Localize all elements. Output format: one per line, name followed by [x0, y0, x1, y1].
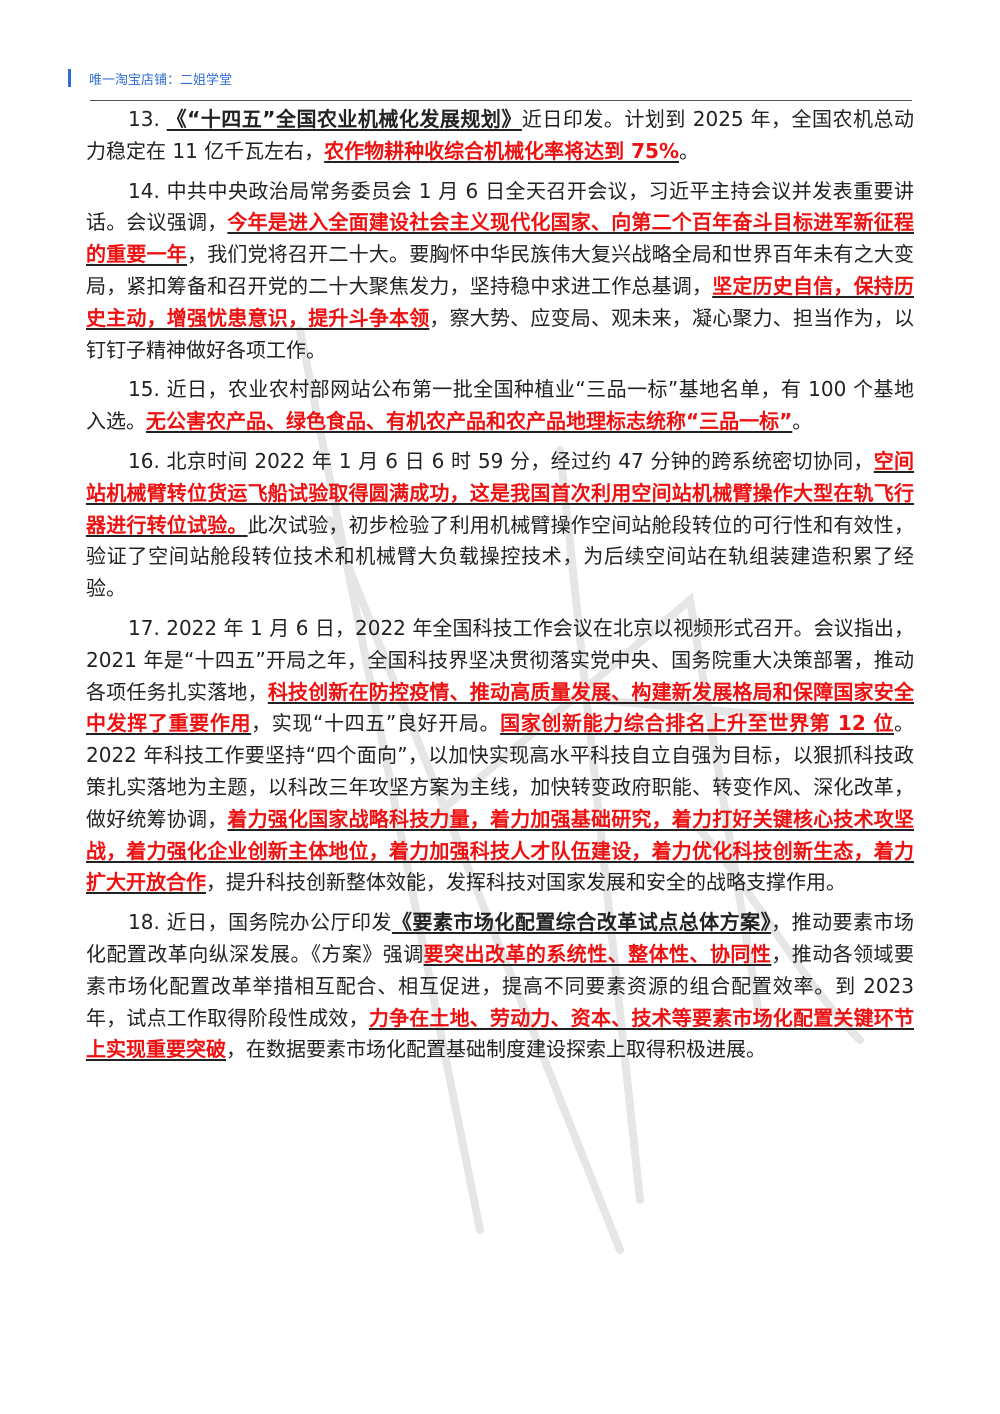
- news-paragraph: 18. 近日，国务院办公厅印发《要素市场化配置综合改革试点总体方案》，推动要素市…: [86, 907, 914, 1066]
- text-run: ，我们党将召开二十大。要胸怀中华民族伟大复兴战略全局和世界百年未有之大变局，紧扣…: [86, 242, 914, 298]
- highlighted-text: 着力强化国家战略科技力量，着力加强基础研究，着力打好关键核心技术攻坚战，着力强化…: [86, 806, 915, 895]
- highlighted-text: 力争在土地、劳动力、资本、技术等要素市场化配置关键环节上实现重要突破: [86, 1005, 915, 1062]
- text-run: 13.: [128, 107, 167, 131]
- text-run: ，推动要素市场化配置改革向纵深发展。《方案》强调: [86, 910, 915, 966]
- shop-label: 唯一淘宝店铺：二姐学堂: [89, 72, 233, 88]
- text-run: 。: [792, 409, 813, 434]
- news-paragraph: 14. 中共中央政治局常务委员会 1 月 6 日全天召开会议，习近平主持会议并发…: [86, 176, 914, 367]
- text-run: 。2022 年科技工作要坚持“四个面向”，以加快实现高水平科技自立自强为目标，以…: [86, 711, 914, 831]
- news-paragraph: 15. 近日，农业农村部网站公布第一批全国种植业“三品一标”基地名单，有 100…: [86, 374, 914, 438]
- highlighted-text: 无公害农产品、绿色食品、有机农产品和农产品地理标志统称“三品一标”: [146, 409, 793, 434]
- news-paragraph: 16. 北京时间 2022 年 1 月 6 日 6 时 59 分，经过约 47 …: [86, 446, 914, 605]
- highlighted-text: 《“十四五”全国农业机械化发展规划》: [166, 107, 522, 131]
- highlighted-text: 农作物耕种收综合机械化率将达到 75%: [324, 138, 680, 163]
- highlighted-text: 要突出改革的系统性、整体性、协同性: [423, 941, 772, 966]
- header-accent-bar: [68, 69, 71, 87]
- text-run: 17. 2022 年 1 月 6 日，2022 年全国科技工作会议在北京以视频形…: [86, 615, 914, 704]
- text-run: 此次试验，初步检验了利用机械臂操作空间站舱段转位的可行性和有效性，验证了空间站舱…: [86, 512, 915, 601]
- text-run: ，推动各领域要素市场化配置改革举措相互配合、相互促进，提高不同要素资源的组合配置…: [86, 941, 915, 1030]
- highlighted-text: 坚定历史自信，保持历史主动，增强忧患意识，提升斗争本领: [86, 273, 915, 330]
- text-run: 16. 北京时间 2022 年 1 月 6 日 6 时 59 分，经过约 47 …: [128, 448, 874, 473]
- text-run: ，在数据要素市场化配置基础制度建设探索上取得积极进展。: [226, 1037, 766, 1062]
- highlighted-text: 科技创新在防控疫情、推动高质量发展、构建新发展格局和保障国家安全中发挥了重要作用: [86, 679, 915, 736]
- highlighted-text: 今年是进入全面建设社会主义现代化国家、向第二个百年奋斗目标进军新征程的重要一年: [86, 210, 915, 267]
- page-header: 唯一淘宝店铺：二姐学堂: [68, 68, 232, 88]
- news-paragraph: 13. 《“十四五”全国农业机械化发展规划》近日印发。计划到 2025 年，全国…: [86, 104, 914, 168]
- text-run: ，察大势、应变局、观未来，凝心聚力、担当作为，以钉钉子精神做好各项工作。: [86, 305, 915, 362]
- text-run: 18. 近日，国务院办公厅印发: [128, 910, 392, 935]
- document-body: 13. 《“十四五”全国农业机械化发展规划》近日印发。计划到 2025 年，全国…: [86, 104, 914, 1074]
- text-run: ，实现“十四五”良好开局。: [251, 711, 501, 736]
- highlighted-text: 空间站机械臂转位货运飞船试验取得圆满成功，这是我国首次利用空间站机械臂操作大型在…: [86, 448, 914, 537]
- text-run: 14. 中共中央政治局常务委员会 1 月 6 日全天召开会议，习近平主持会议并发…: [86, 178, 914, 235]
- text-run: 。: [679, 138, 700, 163]
- highlighted-text: 《要素市场化配置综合改革试点总体方案》: [391, 910, 772, 935]
- text-run: ，提升科技创新整体效能，发挥科技对国家发展和安全的战略支撑作用。: [206, 870, 846, 895]
- text-run: 近日印发。计划到 2025 年，全国农机总动力稳定在 11 亿千瓦左右，: [86, 107, 914, 163]
- highlighted-text: 国家创新能力综合排名上升至世界第 12 位: [500, 711, 894, 736]
- news-paragraph: 17. 2022 年 1 月 6 日，2022 年全国科技工作会议在北京以视频形…: [86, 613, 914, 899]
- header-divider: [90, 100, 912, 101]
- text-run: 15. 近日，农业农村部网站公布第一批全国种植业“三品一标”基地名单，有 100…: [86, 377, 914, 434]
